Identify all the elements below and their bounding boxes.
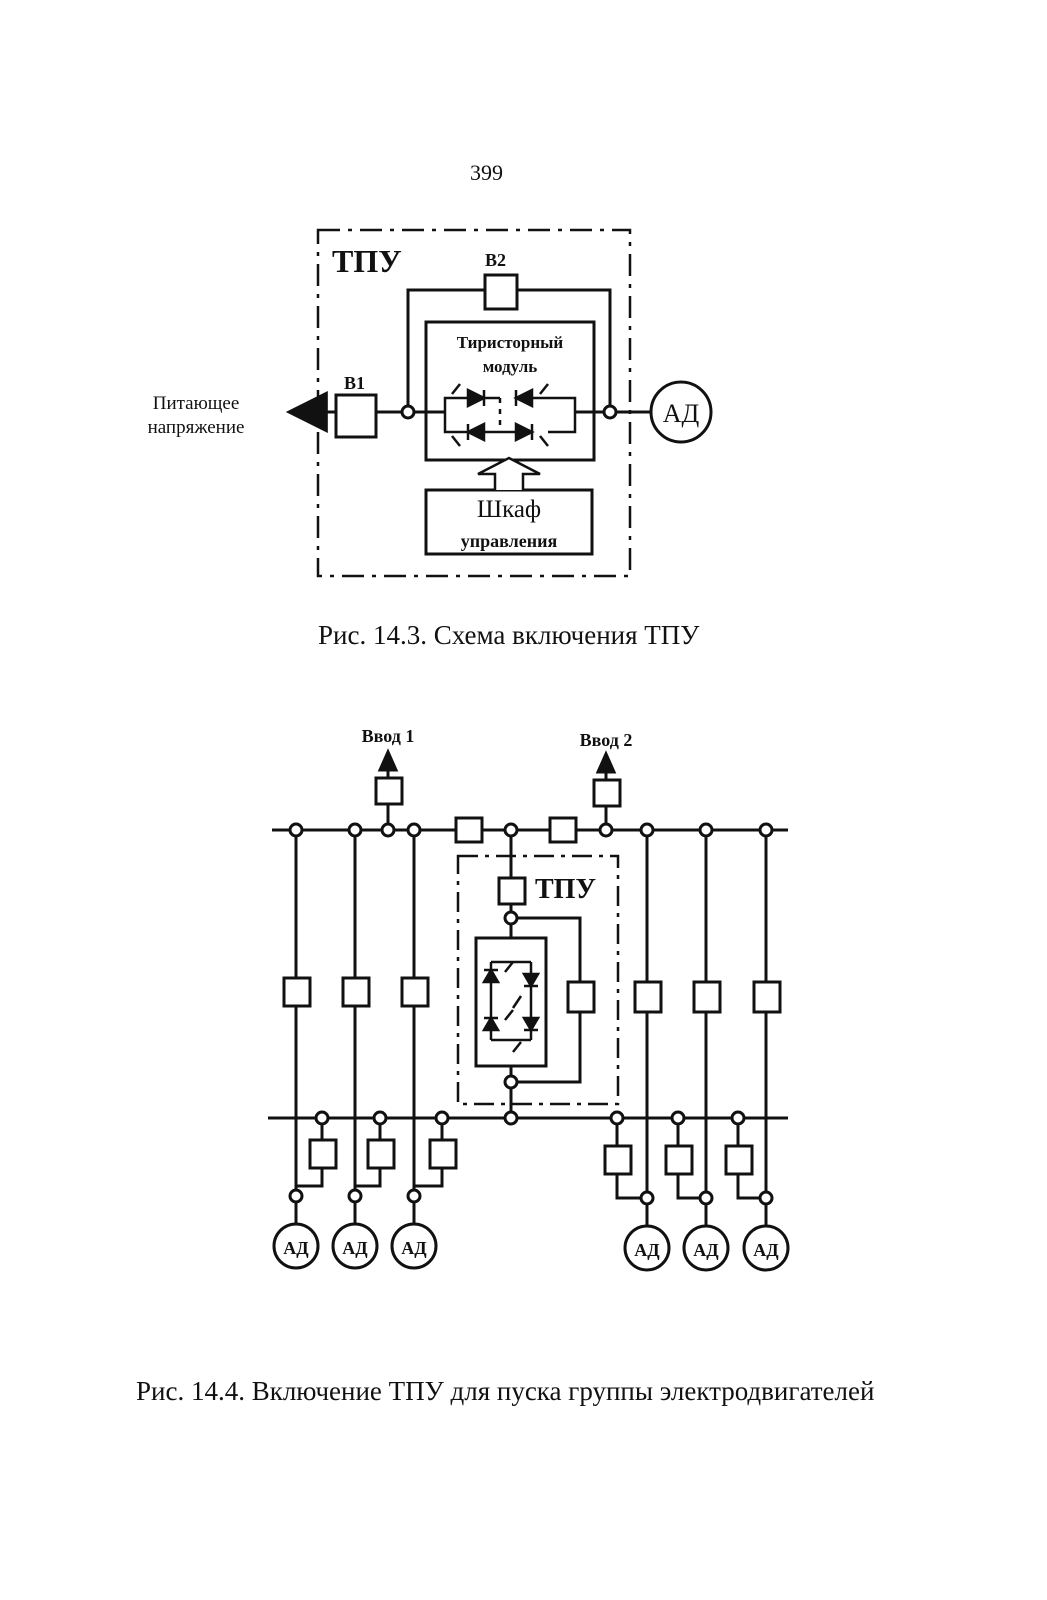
motor-label-4: АД [634, 1240, 660, 1260]
figure-14-3-caption: Рис. 14.3. Схема включения ТПУ [318, 620, 700, 650]
thyristor-bridge-2 [481, 960, 541, 1053]
control-arrow [477, 456, 541, 490]
motor-label-6: АД [753, 1240, 779, 1260]
motor-label-2: АД [342, 1238, 368, 1258]
feeder-2 [331, 822, 396, 1270]
input1-breaker [374, 776, 404, 806]
supply-label-line1: Питающее [153, 393, 240, 414]
motor-circle [649, 380, 713, 444]
motor-label-5: АД [693, 1240, 719, 1260]
figure-14-3 [285, 228, 713, 578]
junction-left [400, 404, 416, 420]
cabinet-label-line2: управления [461, 531, 558, 551]
motor-label-3: АД [401, 1238, 427, 1258]
bus-breaker-left [454, 816, 484, 844]
thyristor-module-box-2 [474, 936, 548, 1068]
bypass-loop-right [517, 288, 612, 412]
bus-breaker-right [548, 816, 578, 844]
feeder-5 [664, 822, 730, 1272]
input1-arrow [377, 748, 399, 772]
b2-label: B2 [485, 250, 506, 270]
tpu-input-breaker [497, 876, 527, 906]
tpu-bypass [511, 916, 582, 982]
figure-14-4-caption: Рис. 14.4. Включение ТПУ для пуска групп… [136, 1376, 875, 1406]
feeder-3 [390, 822, 458, 1270]
b2-box [483, 273, 519, 311]
tpu-enclosure-2 [456, 854, 620, 1106]
feeder-1 [272, 822, 338, 1270]
b1-box [334, 393, 378, 439]
input2-arrow [595, 750, 617, 774]
feeder-4 [603, 822, 671, 1272]
motor-label-1: АД [283, 1238, 309, 1258]
module-label-line2: модуль [483, 357, 538, 376]
input2-label: Ввод 2 [580, 730, 633, 750]
input2-breaker [592, 778, 622, 808]
thyristor-bridge [443, 383, 577, 447]
tpu-label-2: ТПУ [535, 874, 596, 905]
cabinet-label-line1: Шкаф [477, 496, 541, 523]
supply-label-line2: напряжение [148, 417, 245, 438]
figure-14-4 [268, 748, 790, 1272]
input1-label: Ввод 1 [362, 726, 415, 746]
tpu-bypass-breaker [566, 980, 596, 1014]
page-number: 399 [470, 160, 503, 185]
module-label-line1: Тиристорный [457, 333, 564, 352]
feeder-6 [724, 822, 790, 1272]
b1-label: B1 [344, 373, 365, 393]
tpu-title: ТПУ [332, 243, 402, 279]
bypass-loop [406, 288, 485, 412]
motor-label: АД [663, 399, 700, 428]
junction-right [602, 404, 618, 420]
